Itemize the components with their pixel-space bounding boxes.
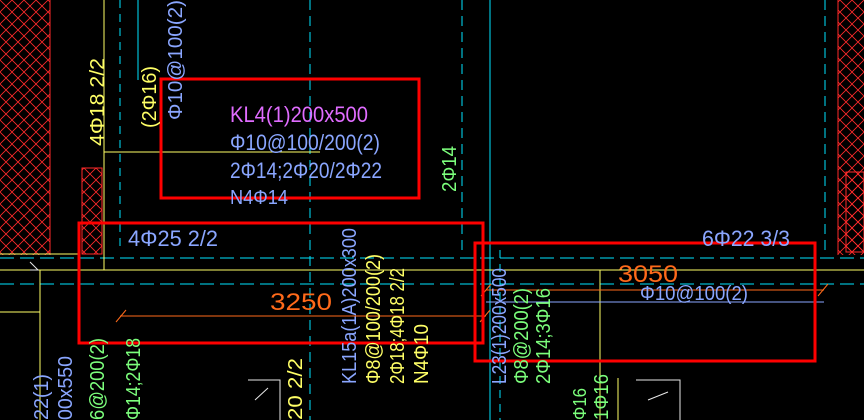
dimension-right-label: 3050: [618, 261, 678, 288]
highlight-box-left-beam: [77, 221, 485, 345]
hatched-column-left: [81, 167, 103, 255]
bottom-label-a: 20 2/2: [285, 358, 307, 420]
right-stirrup-label: Φ10@100(2): [640, 283, 748, 305]
left-edge-label-a: 22(1): [31, 374, 53, 420]
left-edge-label-c: 6@200(2): [87, 338, 109, 420]
l23-bars-label: 2Φ14;3Φ16: [533, 288, 555, 384]
kl15-name-label: KL15a(1A)200x300: [339, 228, 361, 384]
right-top-bars-label: 6Φ22 3/3: [702, 226, 790, 251]
hatched-column-right: [845, 171, 864, 253]
kl15-bars-label: 2Φ18;4Φ18 2/2: [387, 268, 409, 384]
corner-symbols: [29, 261, 681, 420]
left-bottom-bars-label: 4Φ25 2/2: [128, 226, 218, 251]
bottom-label-b: 1Φ16: [591, 374, 613, 420]
l23-name-label: L23(1)200x500: [489, 268, 511, 384]
left-edge-label-d: Φ14;2Φ18: [123, 338, 145, 420]
kl15-stirrup-label: Φ8@100/200(2): [363, 254, 385, 384]
highlight-box-kl4: [159, 77, 421, 200]
top-vertical-bars-label: (2Φ16): [139, 66, 161, 128]
highlight-box-right-beam: [473, 241, 817, 363]
left-edge-label-b: 00x550: [55, 356, 77, 420]
kl4-bars-label: 2Φ14;2Φ20/2Φ22: [230, 158, 382, 183]
kl15-waist-label: N4Φ10: [411, 324, 433, 384]
dimension-left-label: 3250: [270, 289, 332, 316]
kl4-stirrup-label: Φ10@100/200(2): [230, 130, 380, 155]
l23-stirrup-label: Φ8@200(2): [511, 288, 533, 384]
hatched-wall-left: [0, 0, 50, 255]
bottom-label-c: Φ16: [570, 388, 590, 420]
dimension-lines: [115, 283, 829, 323]
left-vertical-bars-label: 4Φ18 2/2: [87, 58, 109, 146]
kl4-name-label: KL4(1)200x500: [230, 102, 368, 127]
mid-vertical-bars-label: 2Φ14: [439, 146, 461, 192]
kl4-waist-label: N4Φ14: [230, 187, 288, 209]
top-vertical-stirrup-label: Φ10@100(2): [165, 0, 187, 120]
